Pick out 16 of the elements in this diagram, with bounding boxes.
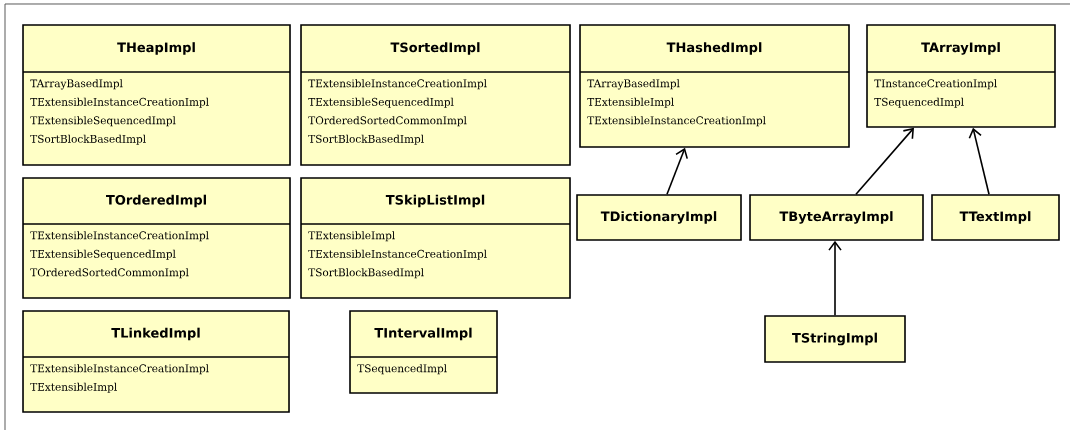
class-box: THeapImpl TArrayBasedImpl TExtensibleInstanceCreationImpl TExtensibleSequencedImpl TSortBlockBasedImpl [22,24,291,166]
inheritance-arrow [855,127,914,195]
class-box: TArrayImpl TInstanceCreationImpl TSequencedImpl [866,24,1056,128]
inheritance-arrow [968,127,990,195]
class-box: TSkipListImpl TExtensibleImpl TExtensibleInstanceCreationImpl TSortBlockBasedImpl [300,177,571,299]
class-box: TStringImpl [764,315,906,363]
class-box: TTextImpl [931,194,1060,241]
class-box: TByteArrayImpl [749,194,924,241]
inheritance-arrow [828,240,842,316]
class-box: THashedImpl TArrayBasedImpl TExtensibleImpl TExtensibleInstanceCreationImpl [579,24,850,148]
class-box: TIntervalImpl TSequencedImpl [349,310,498,394]
class-box: TLinkedImpl TExtensibleInstanceCreationImpl TExtensibleImpl [22,310,290,413]
class-box: TSortedImpl TExtensibleInstanceCreationImpl TExtensibleSequencedImpl TOrderedSortedCommonImpl TSortBlockBasedImpl [300,24,571,166]
class-box: TDictionaryImpl [576,194,742,241]
class-box: TOrderedImpl TExtensibleInstanceCreationImpl TExtensibleSequencedImpl TOrderedSortedCommonImpl [22,177,291,299]
inheritance-arrow [666,147,688,195]
